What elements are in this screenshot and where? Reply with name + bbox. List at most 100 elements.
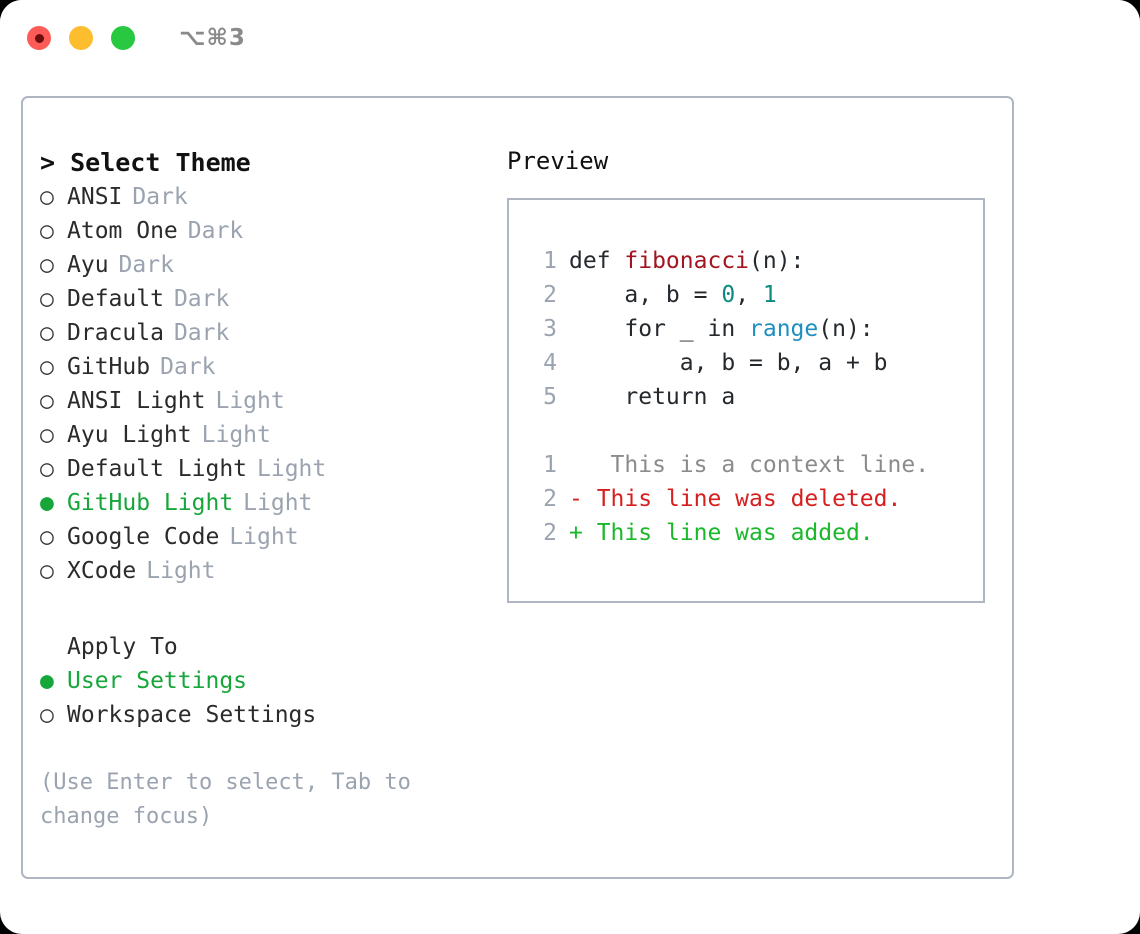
diff-text: This is a context line.: [582, 452, 930, 478]
preview-pane: Preview 1 def fibonacci(n): 2 a, b = 0, …: [489, 146, 1012, 877]
close-pip-icon: [34, 33, 44, 43]
theme-label: Ayu Light: [67, 422, 192, 448]
theme-option-github-light[interactable]: ● GitHub Light Light: [40, 486, 489, 520]
radio-unselected-icon: ○: [40, 218, 54, 244]
radio-unselected-icon: ○: [40, 456, 54, 482]
code-token: a, b = b, a + b: [569, 350, 888, 376]
theme-label: Dracula: [67, 320, 164, 346]
code-token: fibonacci: [624, 248, 750, 274]
line-number: 2: [543, 520, 557, 546]
theme-variant: Light: [201, 422, 271, 448]
theme-option-xcode[interactable]: ○ XCode Light: [40, 554, 489, 588]
theme-label: Atom One: [67, 218, 178, 244]
code-token: 1: [762, 282, 777, 308]
diff-line-context: 1 This is a context line.: [531, 448, 983, 482]
code-content: for _ in range(n):: [569, 312, 874, 346]
theme-variant: Light: [229, 524, 299, 550]
diff-sign: +: [569, 520, 583, 546]
apply-to-header: ○ Apply To: [40, 630, 489, 664]
line-number: 2: [543, 282, 557, 308]
minimize-button-icon[interactable]: [69, 26, 93, 50]
theme-option-default-dark[interactable]: ○ Default Dark: [40, 282, 489, 316]
theme-label: Default: [67, 286, 164, 312]
theme-option-ansi-dark[interactable]: ○ ANSI Dark: [40, 180, 489, 214]
code-token: for _ in: [569, 316, 750, 342]
close-button-icon[interactable]: [27, 26, 51, 50]
diff-line-added: 2 + This line was added.: [531, 516, 983, 550]
apply-to-option-label: Workspace Settings: [67, 702, 317, 728]
diff-text: This line was added.: [582, 520, 874, 546]
theme-label: XCode: [67, 558, 137, 584]
window-controls: [27, 26, 135, 50]
theme-variant: Dark: [187, 218, 244, 244]
theme-option-ansi-light[interactable]: ○ ANSI Light Light: [40, 384, 489, 418]
apply-to-option-list: ● User Settings ○ Workspace Settings: [40, 664, 489, 732]
preview-title: Preview: [507, 147, 609, 175]
line-number: 4: [543, 350, 557, 376]
theme-picker-card: > Select Theme ○ ANSI Dark ○ Atom One Da…: [21, 96, 1014, 879]
theme-variant: Dark: [160, 354, 216, 380]
theme-option-ayu-dark[interactable]: ○ Ayu Dark: [40, 248, 489, 282]
code-token: def: [569, 248, 625, 274]
apply-to-option-label: User Settings: [67, 668, 248, 694]
theme-option-atom-one-dark[interactable]: ○ Atom One Dark: [40, 214, 489, 248]
theme-option-dracula-dark[interactable]: ○ Dracula Dark: [40, 316, 489, 350]
code-sample: 1 def fibonacci(n): 2 a, b = 0, 1 3 for …: [531, 244, 983, 414]
theme-variant: Light: [243, 490, 313, 516]
radio-unselected-icon: ○: [40, 524, 54, 550]
code-content: a, b = 0, 1: [569, 278, 777, 312]
radio-unselected-icon: ○: [40, 422, 54, 448]
theme-label: GitHub: [67, 354, 151, 380]
diff-sample: 1 This is a context line. 2 - This line …: [531, 448, 983, 550]
selection-pane: > Select Theme ○ ANSI Dark ○ Atom One Da…: [23, 146, 489, 877]
apply-to-option-workspace-settings[interactable]: ○ Workspace Settings: [40, 698, 489, 732]
code-token: a, b =: [569, 282, 722, 308]
radio-unselected-icon: ○: [40, 558, 54, 584]
code-diff-gap: [531, 414, 983, 448]
theme-label: GitHub Light: [67, 490, 234, 516]
code-token: return a: [569, 384, 736, 410]
code-line: 1 def fibonacci(n):: [531, 244, 983, 278]
code-line: 2 a, b = 0, 1: [531, 278, 983, 312]
radio-selected-icon: ●: [40, 490, 54, 516]
hint-gap-spacer: [40, 732, 489, 766]
code-content: return a: [569, 380, 735, 414]
code-token: (n):: [818, 316, 874, 342]
line-number: 1: [543, 452, 557, 478]
apply-to-indent-spacer: ○: [40, 630, 67, 664]
code-line: 5 return a: [531, 380, 983, 414]
line-number: 5: [543, 384, 557, 410]
theme-option-github-dark[interactable]: ○ GitHub Dark: [40, 350, 489, 384]
apply-to-option-user-settings[interactable]: ● User Settings: [40, 664, 489, 698]
code-token: ,: [735, 282, 763, 308]
code-token: (n):: [749, 248, 805, 274]
code-token: range: [749, 316, 819, 342]
theme-variant: Dark: [173, 286, 230, 312]
code-line: 4 a, b = b, a + b: [531, 346, 983, 380]
theme-variant: Dark: [132, 184, 188, 210]
maximize-button-icon[interactable]: [111, 26, 135, 50]
theme-label: Google Code: [67, 524, 220, 550]
theme-option-ayu-light[interactable]: ○ Ayu Light Light: [40, 418, 489, 452]
theme-option-google-code[interactable]: ○ Google Code Light: [40, 520, 489, 554]
radio-unselected-icon: ○: [40, 252, 54, 278]
radio-unselected-icon: ○: [40, 702, 54, 728]
apply-to-label: Apply To: [67, 634, 178, 660]
title-bar: ⌥⌘3: [0, 0, 1140, 76]
theme-variant: Light: [215, 388, 285, 414]
code-content: a, b = b, a + b: [569, 346, 888, 380]
theme-option-default-light[interactable]: ○ Default Light Light: [40, 452, 489, 486]
theme-option-list: ○ ANSI Dark ○ Atom One Dark ○ Ayu Dark: [40, 180, 489, 588]
keyboard-hint-text: (Use Enter to select, Tab to change focu…: [40, 770, 411, 829]
diff-sign: -: [569, 486, 583, 512]
list-gap-spacer: [40, 588, 489, 630]
line-number: 1: [543, 248, 557, 274]
code-line: 3 for _ in range(n):: [531, 312, 983, 346]
diff-line-deleted: 2 - This line was deleted.: [531, 482, 983, 516]
code-token: 0: [721, 282, 736, 308]
theme-label: ANSI: [67, 184, 123, 210]
line-number: 2: [543, 486, 557, 512]
radio-selected-icon: ●: [40, 668, 54, 694]
radio-unselected-icon: ○: [40, 388, 54, 414]
